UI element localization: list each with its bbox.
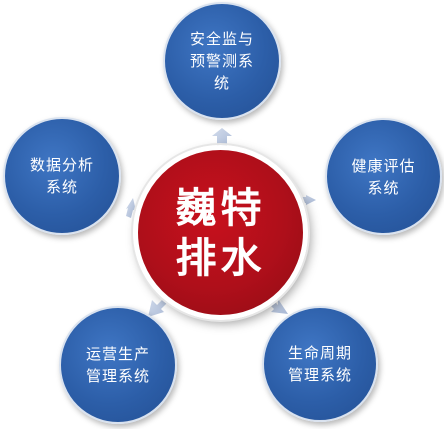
hub-label: 巍特 排水 — [175, 183, 266, 282]
node-right-label: 健康评估 系统 — [351, 156, 416, 197]
arrow-to-bottom-left — [148, 296, 170, 317]
arrow-to-top — [212, 128, 232, 150]
node-top: 安全监与 预警测系 统 — [163, 2, 281, 120]
node-left-label: 数据分析 系统 — [29, 156, 94, 196]
node-right: 健康评估 系统 — [325, 118, 442, 235]
node-left: 数据分析 系统 — [3, 117, 121, 235]
node-top-label: 安全监与 预警测系 统 — [189, 30, 254, 92]
node-bottom-left: 运营生产 管理系统 — [59, 306, 177, 424]
node-bottom-right: 生命周期 管理系统 — [262, 306, 378, 422]
hub-circle: 巍特 排水 — [133, 145, 308, 320]
arrow-to-left — [126, 198, 136, 218]
node-bottom-right-label: 生命周期 管理系统 — [287, 344, 352, 384]
node-bottom-left-label: 运营生产 管理系统 — [85, 345, 150, 385]
